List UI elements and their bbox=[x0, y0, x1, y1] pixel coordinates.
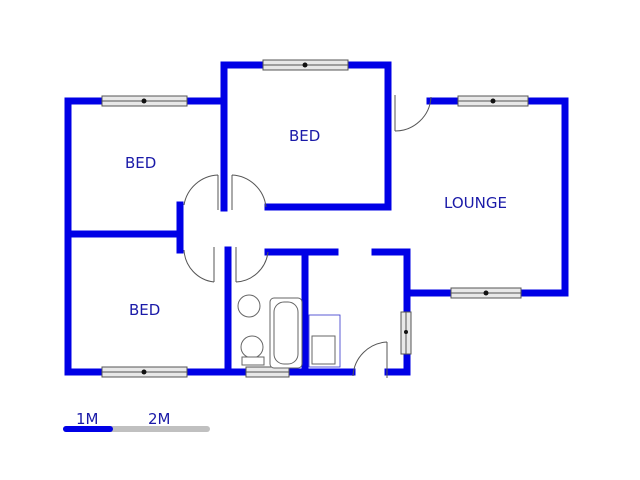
scale-label-1m: 1M bbox=[76, 410, 99, 428]
room-label-lounge: LOUNGE bbox=[444, 194, 507, 212]
room-label-bed-top: BED bbox=[289, 127, 321, 145]
doors bbox=[183, 95, 432, 378]
room-label-bed-left-bottom: BED bbox=[129, 301, 161, 319]
bathroom-fixtures bbox=[237, 294, 341, 369]
windows bbox=[101, 59, 529, 378]
scale-label-2m: 2M bbox=[148, 410, 171, 428]
room-label-bed-left-top: BED bbox=[125, 154, 157, 172]
walls bbox=[64, 61, 569, 376]
